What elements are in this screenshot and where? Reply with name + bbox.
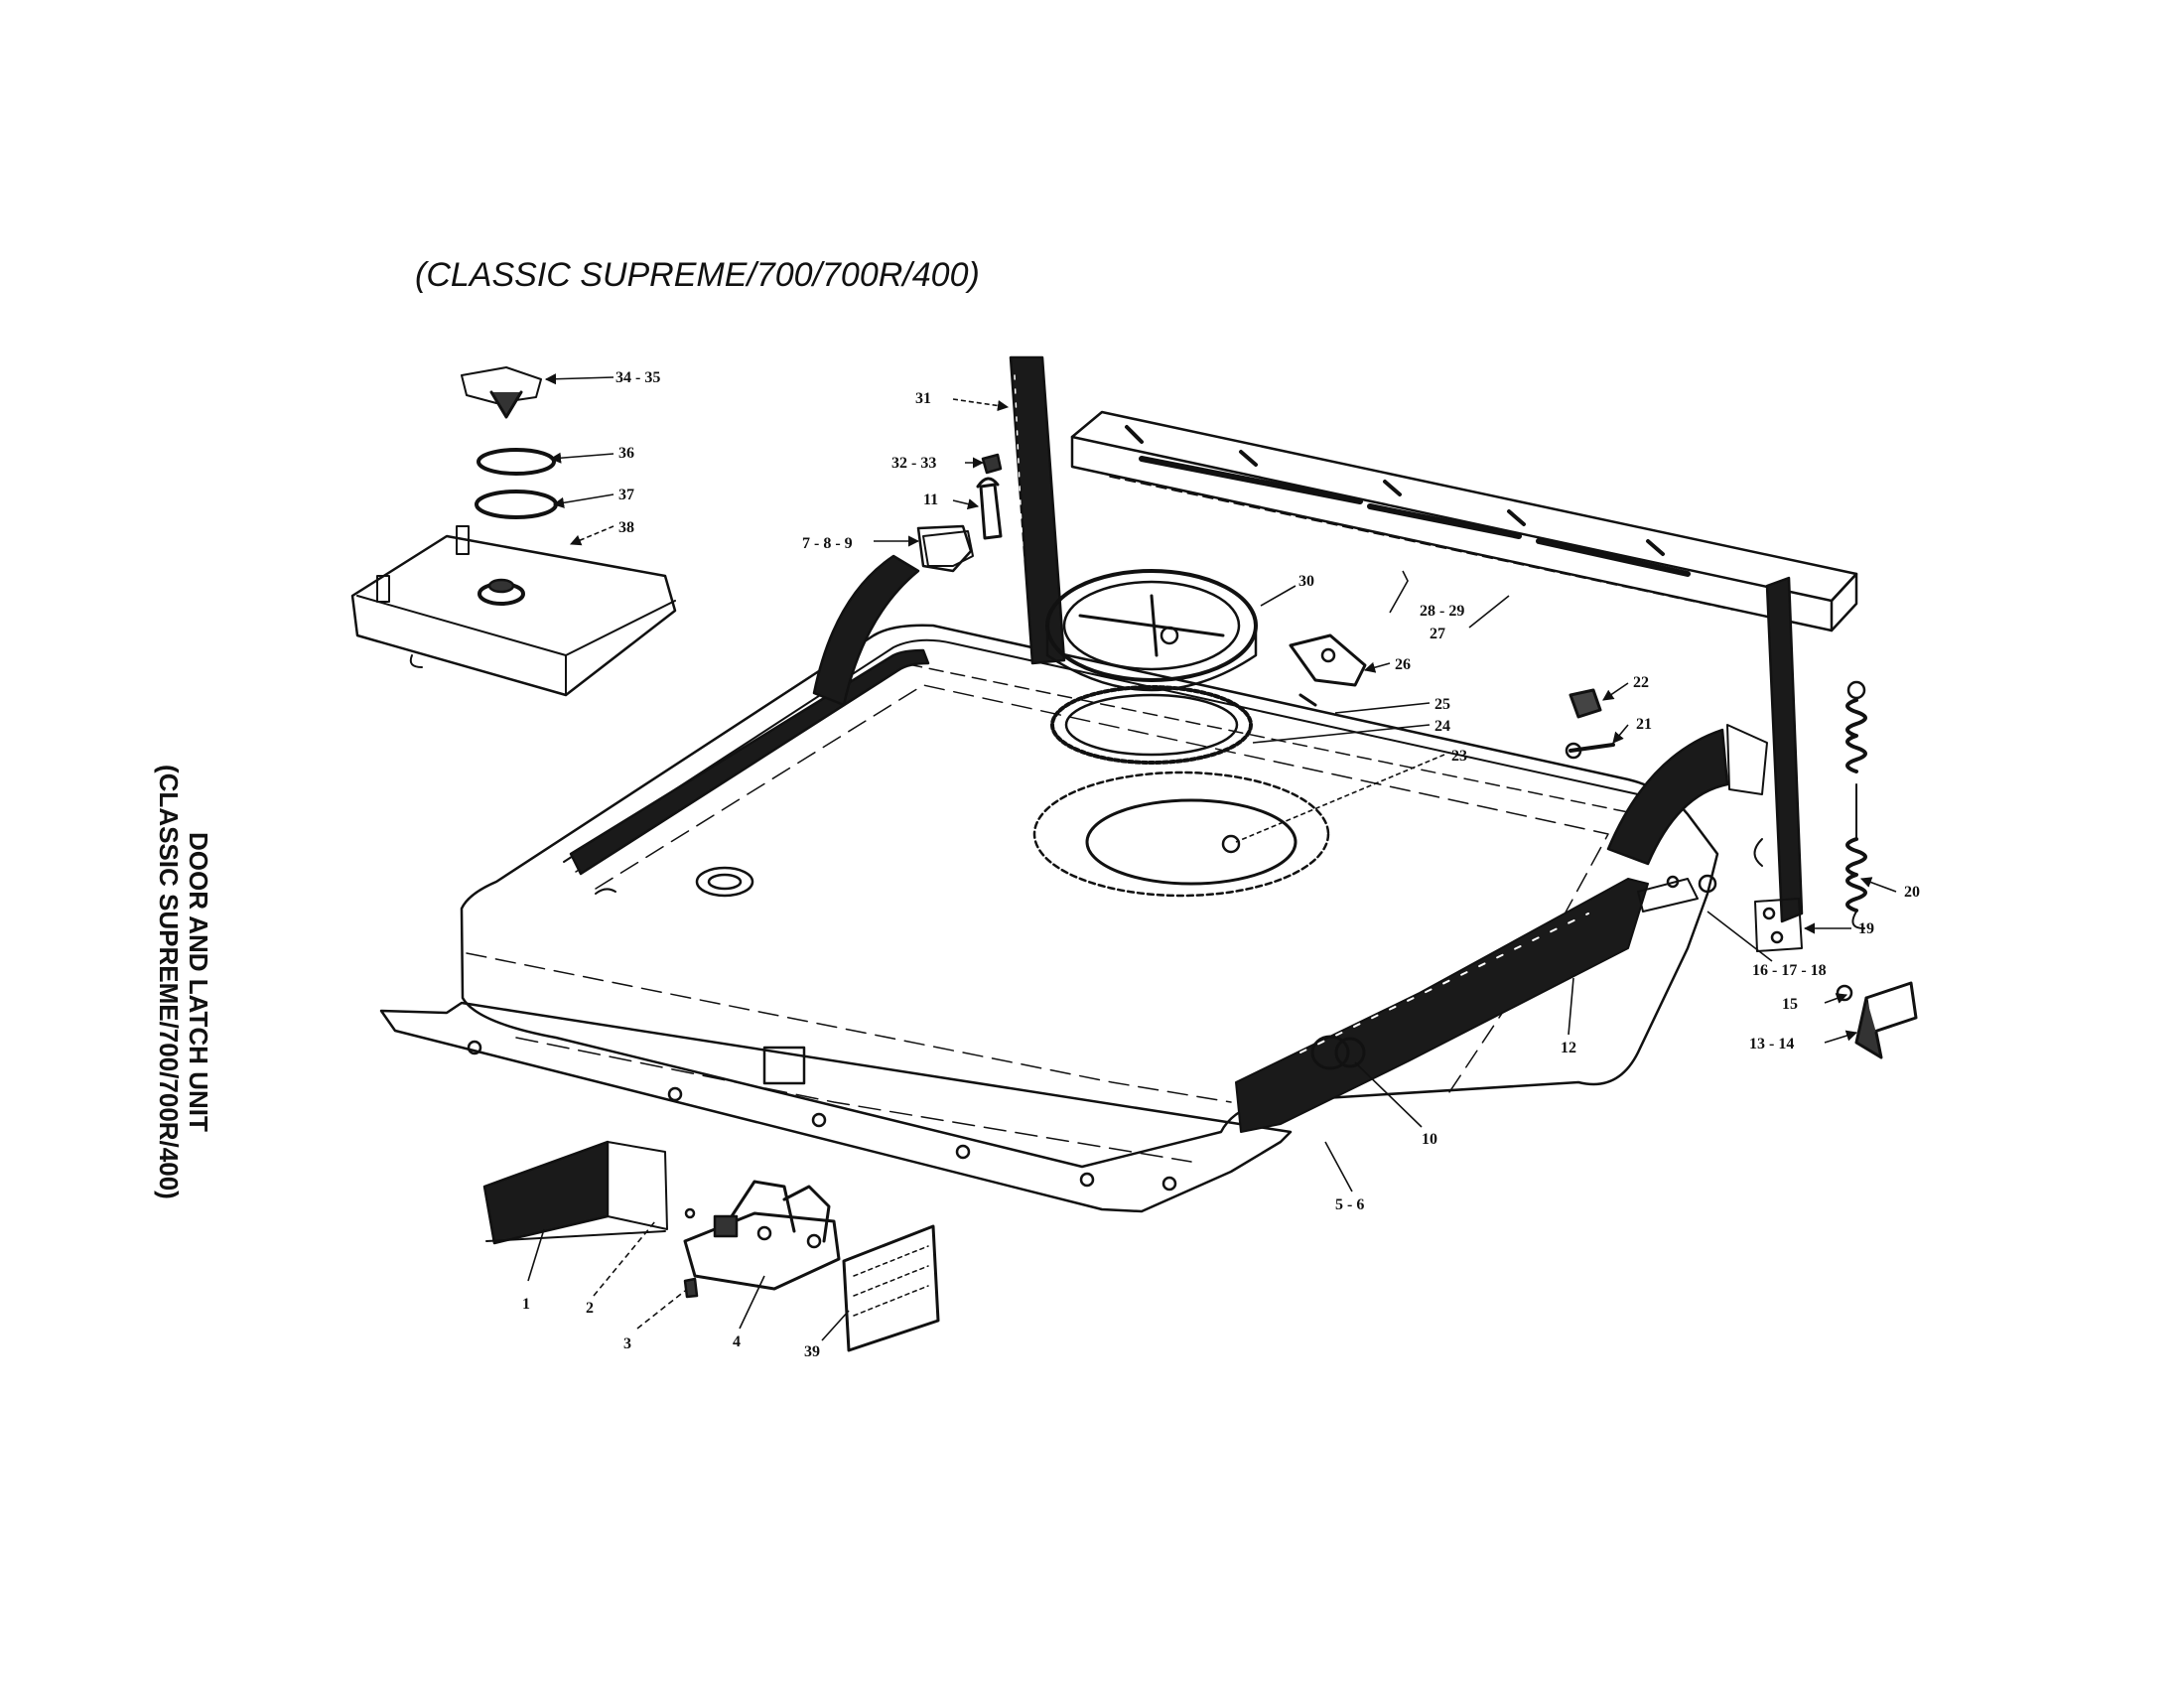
dispenser-gasket (1050, 685, 1253, 765)
callout-34-35: 34 - 35 (615, 369, 660, 386)
control-knob-assembly (350, 366, 677, 697)
screw-32-33 (981, 453, 1003, 475)
screw-2 (684, 1207, 696, 1219)
callout-20: 20 (1904, 884, 1920, 901)
callout-25: 25 (1434, 696, 1450, 713)
latch-cover-1 (482, 1140, 668, 1245)
strike-bracket (1836, 981, 1918, 1059)
door-spring (1845, 680, 1867, 929)
callout-39: 39 (804, 1343, 820, 1360)
hinge-arm-right (1606, 724, 1768, 866)
clip-11 (976, 477, 1003, 540)
screw-3 (683, 1277, 699, 1299)
hinge-arm-left (812, 530, 974, 707)
callout-28-29: 28 - 29 (1420, 603, 1464, 620)
latch-bracket (1289, 633, 1367, 707)
bracket-7-8-9 (916, 524, 973, 573)
callout-26: 26 (1395, 656, 1411, 673)
callout-labels: 34 - 35 36 37 38 31 32 - 33 11 7 - 8 - 9… (522, 369, 1920, 1360)
callout-7-8-9: 7 - 8 - 9 (802, 535, 853, 552)
callout-32-33: 32 - 33 (891, 455, 936, 472)
callout-36: 36 (618, 445, 634, 462)
callout-24: 24 (1434, 718, 1450, 735)
callout-16-17-18: 16 - 17 - 18 (1752, 962, 1827, 979)
callout-2: 2 (586, 1300, 594, 1317)
callout-27: 27 (1430, 626, 1445, 642)
callout-30: 30 (1298, 573, 1314, 590)
callout-38: 38 (618, 519, 634, 536)
clip-22 (1569, 688, 1602, 719)
callout-13-14: 13 - 14 (1749, 1036, 1794, 1052)
diagram-title: (CLASSIC SUPREME/700/700R/400) (415, 256, 980, 294)
callout-4: 4 (733, 1333, 741, 1350)
door-vent-knob (1310, 1035, 1366, 1070)
hinge-bar-left (1009, 355, 1066, 665)
door-panel (379, 624, 1719, 1213)
callout-11: 11 (923, 491, 938, 508)
callout-10: 10 (1422, 1131, 1437, 1148)
callout-12: 12 (1561, 1040, 1576, 1056)
latch-plate-39 (842, 1224, 940, 1352)
callout-1: 1 (522, 1296, 530, 1313)
callout-23: 23 (1451, 748, 1467, 765)
callout-19: 19 (1858, 920, 1874, 937)
latch-mechanism-4 (683, 1180, 841, 1291)
callout-3: 3 (623, 1335, 631, 1352)
hinge-bar-right (1753, 576, 1804, 952)
callout-22: 22 (1633, 674, 1649, 691)
bottom-rail (1637, 874, 1717, 912)
callout-21: 21 (1636, 716, 1652, 733)
callout-37: 37 (618, 487, 634, 503)
dispenser-cup (1045, 569, 1258, 692)
callout-15: 15 (1782, 996, 1798, 1013)
top-rail (1070, 410, 1858, 632)
leader-lines (527, 373, 1897, 1341)
pin-21 (1565, 742, 1615, 760)
dispenser-opening (1032, 771, 1330, 898)
callout-5-6: 5 - 6 (1335, 1196, 1364, 1213)
callout-31: 31 (915, 390, 931, 407)
